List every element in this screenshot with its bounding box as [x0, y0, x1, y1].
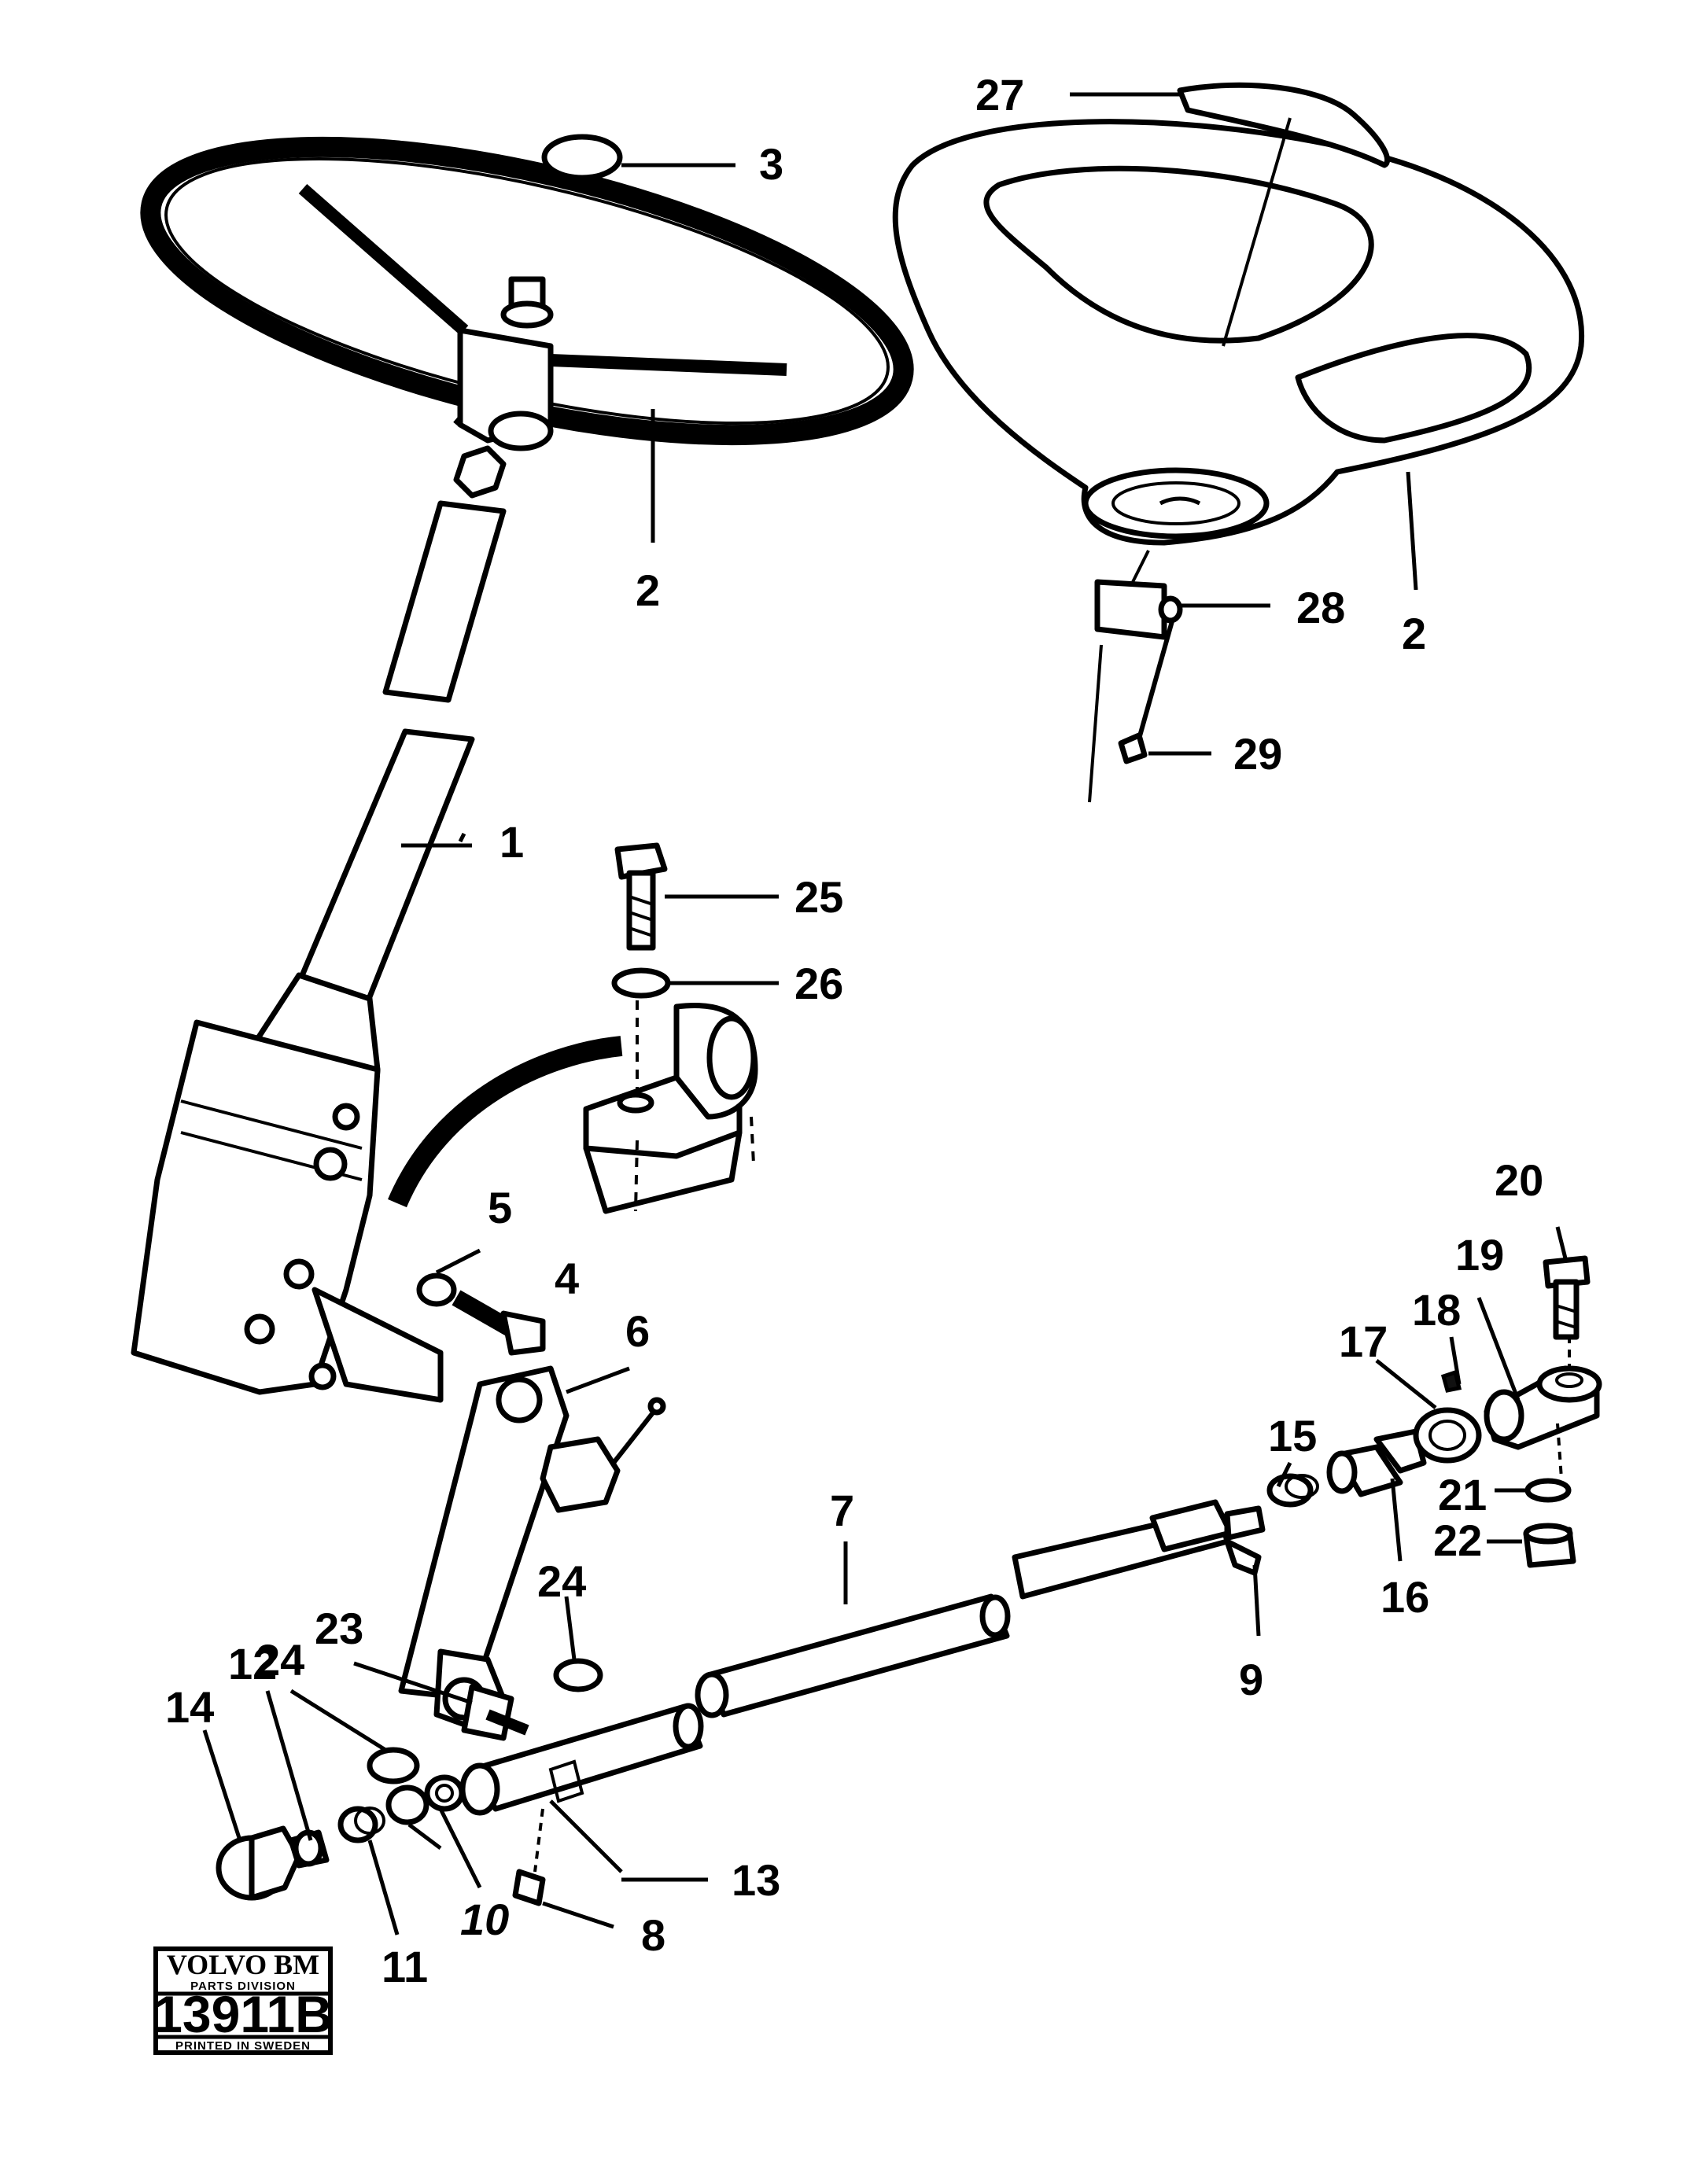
steering-gearbox — [131, 972, 444, 1403]
stamp-division: PARTS DIVISION — [190, 1980, 296, 1993]
callout-12: 12 — [228, 1639, 277, 1689]
callout-3: 3 — [759, 139, 783, 189]
callout-15: 15 — [1268, 1411, 1317, 1460]
cover-28 — [1094, 579, 1183, 640]
bolt-4 — [452, 1290, 546, 1356]
callout-25: 25 — [794, 872, 843, 922]
callout-29: 29 — [1233, 729, 1282, 779]
spring-15 — [1266, 1473, 1319, 1508]
steering-wheel-spoked — [140, 134, 914, 451]
callout-2-left: 2 — [636, 565, 660, 615]
callout-22: 22 — [1433, 1516, 1482, 1565]
callout-10: 10 — [460, 1895, 509, 1944]
bolt-25 — [614, 842, 668, 951]
nut-22 — [1523, 1523, 1576, 1568]
washer-26 — [611, 967, 671, 999]
tie-rod — [459, 1499, 1266, 1816]
callout-2-right: 2 — [1402, 609, 1426, 658]
washer-5 — [416, 1272, 457, 1307]
callout-1: 1 — [500, 817, 524, 867]
clip-24-right — [553, 1658, 603, 1692]
callout-27: 27 — [975, 70, 1024, 120]
washer-21 — [1524, 1478, 1572, 1503]
steering-wheel-modern — [892, 119, 1585, 546]
nipple-18 — [1440, 1369, 1462, 1393]
callout-13: 13 — [732, 1855, 780, 1905]
stamp-brand: VOLVO BM — [167, 1949, 319, 1980]
ball-joint-19 — [1484, 1321, 1602, 1479]
screw-29 — [1118, 732, 1148, 764]
callout-23: 23 — [315, 1604, 363, 1653]
plug-16 — [1326, 1428, 1427, 1497]
clamp-17 — [1413, 1407, 1482, 1464]
stamp-number: 13911B — [153, 1985, 333, 2043]
grease-nipple-8 — [512, 1869, 546, 1906]
callout-28: 28 — [1296, 583, 1345, 632]
callout-9: 9 — [1239, 1655, 1263, 1704]
leader-lines — [202, 92, 1568, 1935]
seat-10 — [385, 1774, 465, 1825]
callout-5: 5 — [488, 1183, 512, 1232]
callout-16: 16 — [1381, 1572, 1429, 1622]
callout-6: 6 — [625, 1306, 650, 1356]
steering-column — [296, 445, 507, 1010]
callout-20: 20 — [1495, 1155, 1543, 1205]
bolt-20 — [1543, 1255, 1591, 1340]
callout-8: 8 — [641, 1910, 665, 1960]
callout-17: 17 — [1339, 1317, 1388, 1366]
horn-pad-27 — [1177, 82, 1391, 168]
reference-arrow — [388, 1036, 623, 1208]
callout-numbers: 1 2 2 3 4 5 6 7 8 9 10 11 12 13 14 15 16… — [165, 70, 1543, 1991]
stamp-printed: PRINTED IN SWEDEN — [175, 2039, 311, 2053]
clip-24-left — [367, 1747, 420, 1784]
callout-24-right: 24 — [537, 1556, 586, 1606]
callout-14: 14 — [165, 1682, 214, 1732]
clamp-bracket — [583, 983, 758, 1214]
ball-stud-23 — [461, 1684, 529, 1741]
dust-cover-14 — [216, 1825, 302, 1901]
callout-7: 7 — [830, 1486, 854, 1535]
spring-11 — [337, 1806, 385, 1843]
parts-stamp: VOLVO BM PARTS DIVISION 13911B PRINTED I… — [153, 1946, 333, 2055]
callout-19: 19 — [1455, 1230, 1504, 1280]
callout-11: 11 — [382, 1942, 428, 1991]
callout-4: 4 — [555, 1254, 579, 1303]
callout-21: 21 — [1438, 1470, 1487, 1519]
callout-24-left: 24 — [256, 1635, 304, 1685]
callout-18: 18 — [1412, 1285, 1461, 1335]
pitman-arm — [398, 1365, 666, 1733]
callout-26: 26 — [794, 959, 843, 1008]
